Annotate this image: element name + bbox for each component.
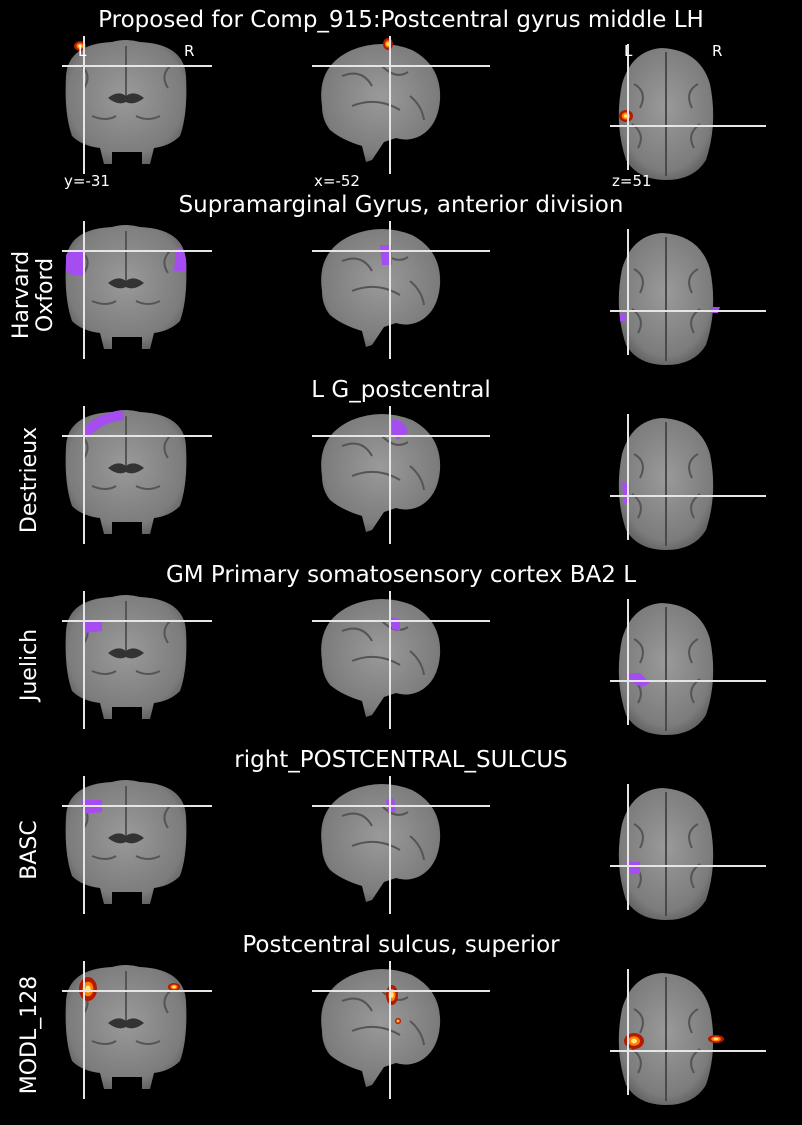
crosshair bbox=[312, 221, 490, 359]
crosshair bbox=[62, 961, 212, 1099]
crosshair bbox=[62, 591, 212, 729]
coronal-coordinate-label: y=-31 bbox=[64, 172, 110, 190]
sagittal-coordinate-label: x=-52 bbox=[314, 172, 360, 190]
axial-slice-view bbox=[610, 44, 766, 180]
atlas-name-label: Juelich bbox=[17, 628, 42, 702]
orientation-left-label: L bbox=[78, 42, 87, 60]
sagittal-slice-view bbox=[312, 221, 490, 359]
orientation-left-label: L bbox=[624, 42, 633, 60]
crosshair bbox=[312, 36, 490, 174]
coronal-slice-view bbox=[62, 406, 212, 544]
coronal-slice-view bbox=[62, 591, 212, 729]
coronal-slice-view bbox=[62, 36, 212, 174]
crosshair bbox=[312, 776, 490, 914]
axial-slice-view bbox=[610, 414, 766, 550]
axial-coordinate-label: z=51 bbox=[612, 172, 652, 190]
crosshair bbox=[610, 969, 766, 1095]
crosshair bbox=[312, 406, 490, 544]
crosshair bbox=[312, 591, 490, 729]
axial-slice-view bbox=[610, 969, 766, 1105]
axial-slice-view bbox=[610, 229, 766, 365]
row-title: GM Primary somatosensory cortex BA2 L bbox=[165, 562, 637, 588]
sagittal-slice-view bbox=[312, 406, 490, 544]
crosshair bbox=[312, 961, 490, 1099]
crosshair bbox=[62, 406, 212, 544]
atlas-name-label: BASC bbox=[17, 820, 42, 880]
sagittal-slice-view bbox=[312, 36, 490, 174]
crosshair bbox=[610, 599, 766, 725]
crosshair bbox=[610, 414, 766, 540]
crosshair bbox=[62, 221, 212, 359]
row-title: right_POSTCENTRAL_SULCUS bbox=[234, 747, 568, 773]
orientation-right-label: R bbox=[712, 42, 723, 60]
crosshair bbox=[610, 44, 766, 170]
row-title: Postcentral sulcus, superior bbox=[242, 932, 560, 958]
coronal-slice-view bbox=[62, 221, 212, 359]
crosshair bbox=[62, 776, 212, 914]
sagittal-slice-view bbox=[312, 776, 490, 914]
sagittal-slice-view bbox=[312, 961, 490, 1099]
orientation-right-label: R bbox=[184, 42, 195, 60]
atlas-name-label: MODL_128 bbox=[17, 975, 42, 1095]
axial-slice-view bbox=[610, 599, 766, 735]
atlas-name-label: Destrieux bbox=[17, 426, 42, 534]
crosshair bbox=[610, 229, 766, 355]
row-title: L G_postcentral bbox=[311, 377, 491, 403]
coronal-slice-view bbox=[62, 776, 212, 914]
row-title: Proposed for Comp_915:Postcentral gyrus … bbox=[98, 7, 704, 33]
crosshair bbox=[610, 784, 766, 910]
crosshair bbox=[62, 36, 212, 174]
row-title: Supramarginal Gyrus, anterior division bbox=[178, 192, 624, 218]
sagittal-slice-view bbox=[312, 591, 490, 729]
axial-slice-view bbox=[610, 784, 766, 920]
coronal-slice-view bbox=[62, 961, 212, 1099]
